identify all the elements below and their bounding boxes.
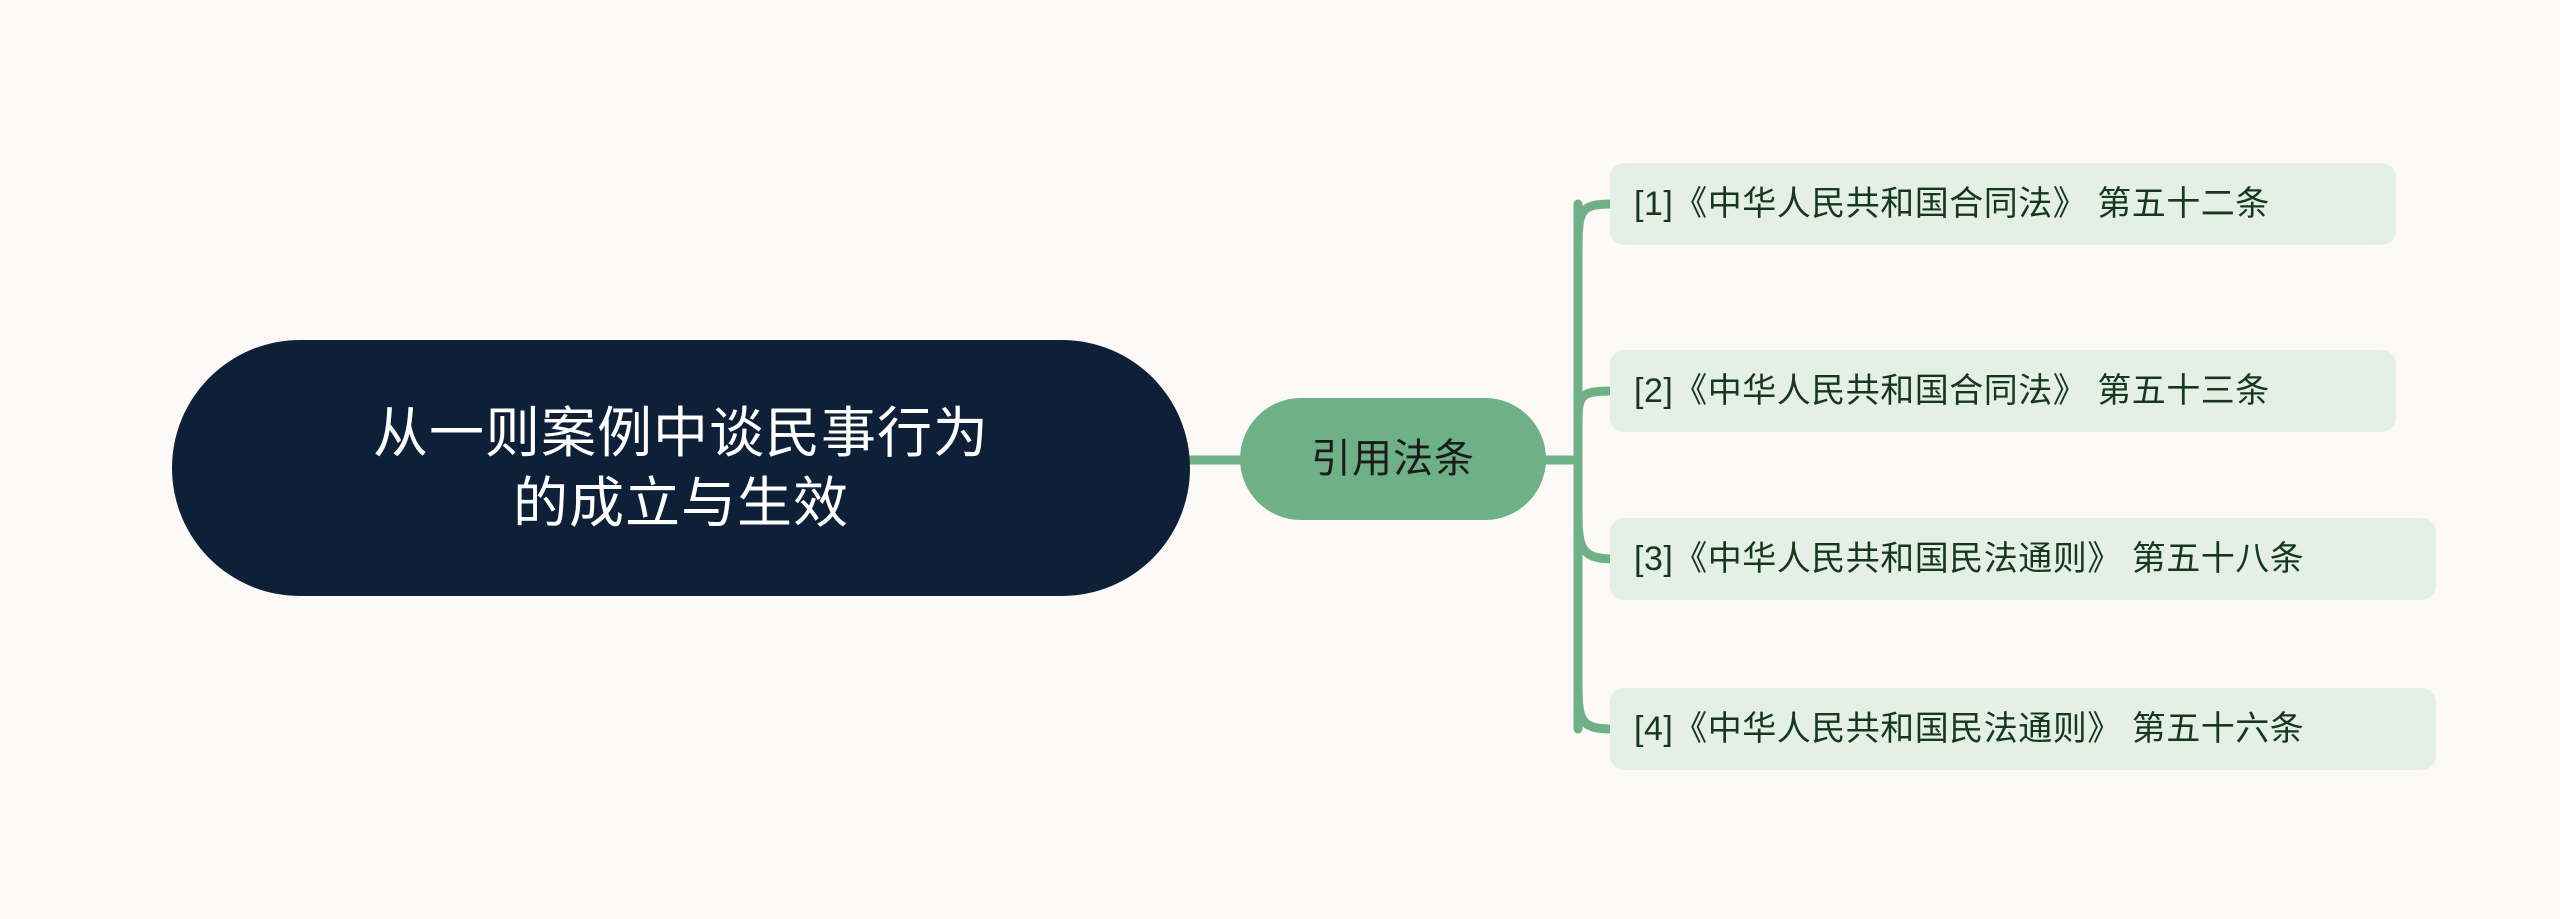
connector-to-leaf-3 [1573,500,1618,564]
leaf-node-4-label: [4]《中华人民共和国民法通则》 第五十六条 [1634,709,2305,748]
root-node-label: 从一则案例中谈民事行为 的成立与生效 [372,401,989,534]
root-node[interactable]: 从一则案例中谈民事行为 的成立与生效 [172,340,1190,596]
branch-node-label: 引用法条 [1311,437,1475,481]
leaf-node-2[interactable]: [2]《中华人民共和国合同法》 第五十三条 [1610,350,2396,432]
connector-to-leaf-2 [1573,386,1618,435]
leaf-node-2-label: [2]《中华人民共和国合同法》 第五十三条 [1634,371,2270,410]
leaf-node-1[interactable]: [1]《中华人民共和国合同法》 第五十二条 [1610,163,2396,245]
leaf-node-3-label: [3]《中华人民共和国民法通则》 第五十八条 [1634,539,2305,578]
leaf-node-1-label: [1]《中华人民共和国合同法》 第五十二条 [1634,184,2270,223]
branch-node-cited-statutes[interactable]: 引用法条 [1240,398,1546,520]
leaf-node-3[interactable]: [3]《中华人民共和国民法通则》 第五十八条 [1610,518,2436,600]
connector-to-leaf-1 [1573,199,1618,263]
connector-to-leaf-4 [1573,671,1618,734]
leaf-node-4[interactable]: [4]《中华人民共和国民法通则》 第五十六条 [1610,688,2436,770]
